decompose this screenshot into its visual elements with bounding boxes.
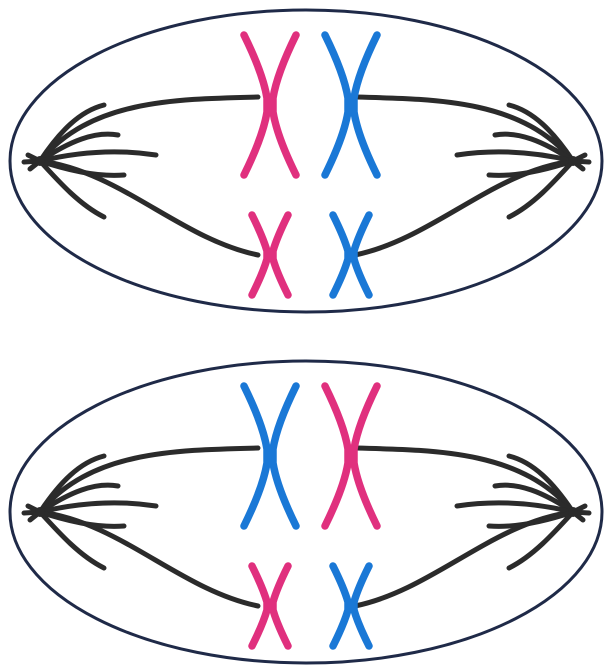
left-spindle-pole	[21, 94, 261, 258]
spindle-fiber	[506, 158, 576, 220]
spindle-fiber	[352, 94, 576, 164]
chromosome-small-pink	[248, 211, 292, 299]
chromosome-large-pink	[321, 382, 381, 530]
right-spindle-pole	[352, 94, 592, 258]
spindle-fiber	[492, 482, 576, 515]
chromosome-small-pink	[248, 562, 292, 650]
spindle-fiber	[454, 500, 576, 515]
chromosome-small-blue	[329, 211, 373, 299]
cell-membrane	[8, 8, 604, 314]
spindle-fiber	[37, 102, 107, 164]
spindle-fiber	[37, 158, 107, 220]
cell-membrane	[8, 359, 604, 665]
centrosome-left	[35, 156, 45, 166]
centrosome-right	[568, 507, 578, 517]
left-spindle-pole	[21, 445, 261, 609]
spindle-fiber	[37, 509, 127, 529]
cells-layer	[8, 8, 604, 665]
spindle-fiber	[486, 158, 576, 178]
spindle-fiber	[492, 131, 576, 164]
top-cell	[8, 8, 604, 314]
spindle-fiber	[37, 509, 107, 571]
chromosome-small-blue	[329, 562, 373, 650]
spindle-fiber	[37, 482, 121, 515]
spindle-fiber	[506, 102, 576, 164]
spindle-fiber	[37, 94, 261, 164]
chromosome-large-blue	[321, 31, 381, 179]
spindle-fiber	[37, 500, 159, 515]
spindle-fiber	[454, 149, 576, 164]
spindle-fiber	[506, 509, 576, 571]
spindle	[21, 445, 592, 609]
spindle-fiber	[486, 509, 576, 529]
spindle-fiber	[352, 445, 576, 515]
spindle-fiber	[37, 131, 121, 164]
spindle-fiber	[37, 453, 107, 515]
spindle-fiber	[506, 453, 576, 515]
spindle	[21, 94, 592, 258]
chromosome-large-blue	[240, 382, 300, 530]
centrosome-left	[35, 507, 45, 517]
spindle-fiber	[37, 445, 261, 515]
chromosome-large-pink	[240, 31, 300, 179]
spindle-fiber	[37, 149, 159, 164]
spindle-fiber	[37, 158, 127, 178]
centrosome-right	[568, 156, 578, 166]
bottom-cell	[8, 359, 604, 665]
